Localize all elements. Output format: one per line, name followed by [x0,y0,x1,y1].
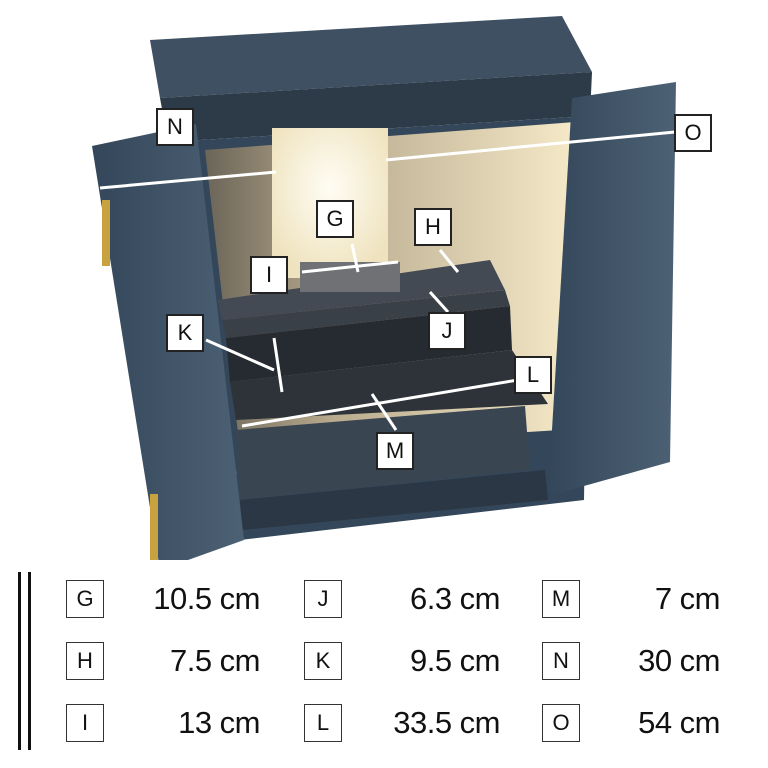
measure-line-j [428,290,450,314]
legend-value-k: 9.5 cm [409,643,501,678]
measure-line-g [350,243,360,273]
right-door [548,82,676,496]
callout-m: M [376,432,414,470]
legend-label-k: K [304,642,342,680]
legend-value-i: 13 cm [178,705,260,740]
callout-l: L [514,356,552,394]
legend-value-g: 10.5 cm [153,581,260,616]
measure-line-k [272,337,284,393]
cabinet-illustration [92,16,676,560]
legend-value-m: 7 cm [654,581,721,616]
legend-label-h: H [66,642,104,680]
legend-label-g: G [66,580,104,618]
callout-n: N [156,108,194,146]
legend-value-l: 33.5 cm [393,705,500,740]
legend-value-o: 54 cm [638,705,720,740]
measure-line-n [99,170,277,190]
legend-label-i: I [66,704,104,742]
legend-value-n: 30 cm [638,643,720,678]
callout-j: J [428,312,466,350]
callout-h: H [414,208,452,246]
legend-label-j: J [304,580,342,618]
legend-value-j: 6.3 cm [409,581,501,616]
legend-label-o: O [542,704,580,742]
measure-line-h [438,249,460,273]
left-hinge-bottom [150,494,158,560]
cabinet-top [150,16,592,98]
legend-label-l: L [304,704,342,742]
legend-value-h: 7.5 cm [169,643,261,678]
callout-i: I [250,256,288,294]
left-hinge-top [102,200,110,266]
measure-line-k-pointer [205,338,275,372]
callout-g: G [316,200,354,238]
legend-rule-left [18,572,21,750]
callout-k: K [166,314,204,352]
measure-line-i [301,260,399,274]
legend-rule-right [28,572,31,750]
measure-line-l [241,378,519,428]
legend-label-m: M [542,580,580,618]
cabinet-top-front [160,72,592,142]
middle-step [230,350,548,420]
cabinet-base [240,470,548,530]
measure-line-o [385,130,676,162]
callout-o: O [674,114,712,152]
legend-label-n: N [542,642,580,680]
measure-line-m [370,393,398,431]
